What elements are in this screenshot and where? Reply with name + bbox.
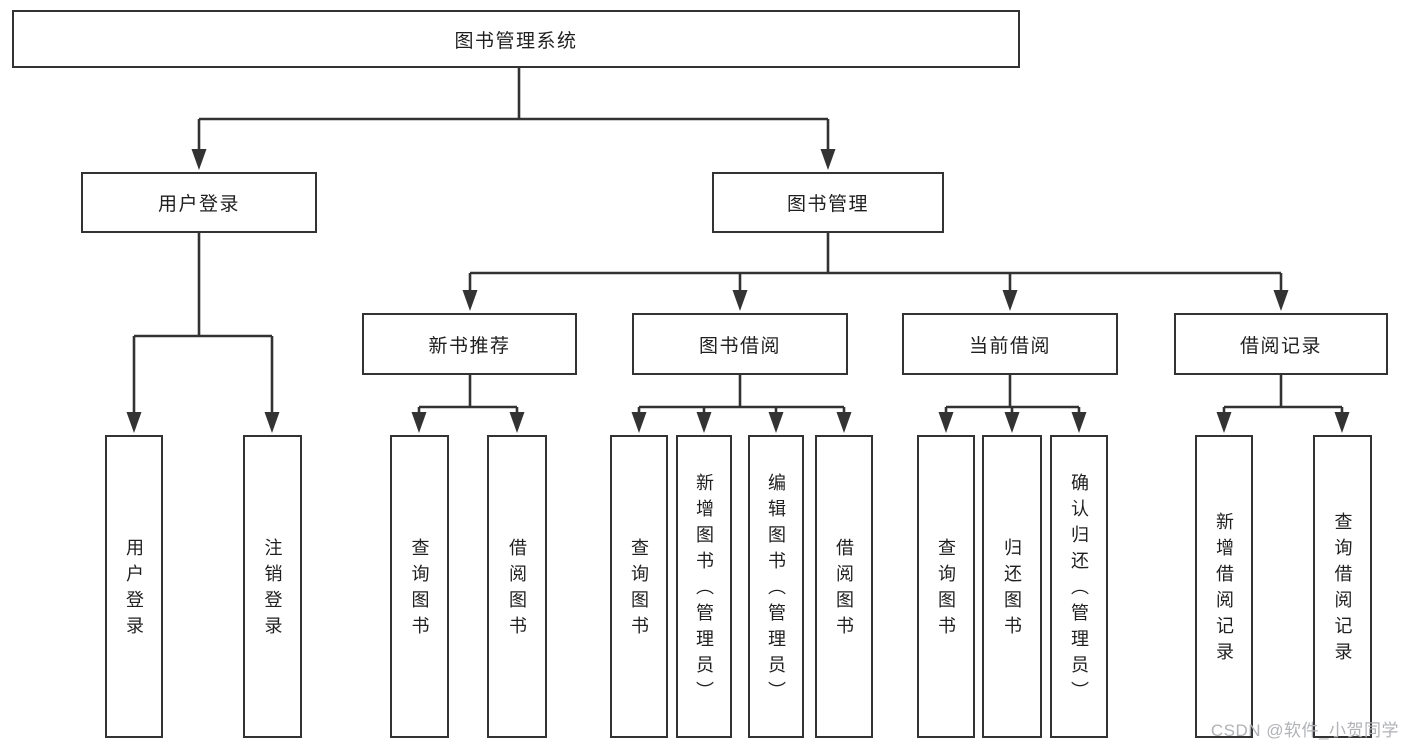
- leaf-user-login: 用户登录: [105, 435, 163, 738]
- leaf-borrow-query-books: 查询图书: [610, 435, 668, 738]
- leaf-return-books: 归还图书: [982, 435, 1042, 738]
- node-book-management-branch: 图书管理: [712, 172, 944, 233]
- leaf-current-query-books: 查询图书: [917, 435, 975, 738]
- leaf-add-books-admin: 新增图书（管理员）: [676, 435, 732, 738]
- leaf-borrow-books: 借阅图书: [815, 435, 873, 738]
- leaf-edit-books-admin: 编辑图书（管理员）: [748, 435, 804, 738]
- leaf-confirm-return-admin: 确认归还（管理员）: [1050, 435, 1108, 738]
- node-book-borrow: 图书借阅: [632, 313, 848, 375]
- node-borrow-records: 借阅记录: [1174, 313, 1388, 375]
- leaf-add-borrow-record: 新增借阅记录: [1195, 435, 1253, 738]
- csdn-watermark: CSDN @软件_小贺同学: [1210, 721, 1399, 740]
- node-current-borrow: 当前借阅: [902, 313, 1118, 375]
- leaf-recommend-borrow-books: 借阅图书: [487, 435, 547, 738]
- node-library-management-system: 图书管理系统: [12, 10, 1020, 68]
- leaf-recommend-query-books: 查询图书: [390, 435, 449, 738]
- leaf-query-borrow-record: 查询借阅记录: [1313, 435, 1372, 738]
- node-user-login-branch: 用户登录: [81, 172, 317, 233]
- node-new-book-recommend: 新书推荐: [362, 313, 577, 375]
- leaf-logout: 注销登录: [243, 435, 302, 738]
